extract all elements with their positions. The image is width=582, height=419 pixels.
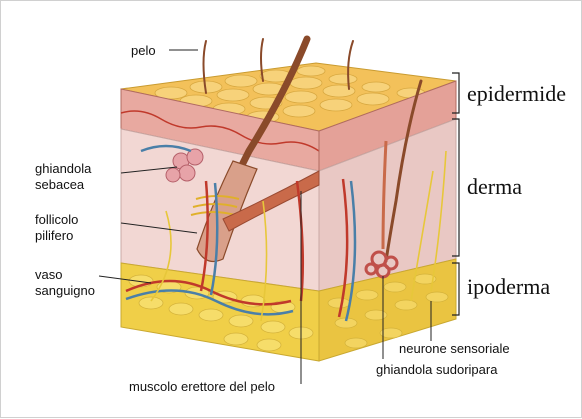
label-neurone-sensoriale: neurone sensoriale: [399, 341, 510, 356]
label-pelo: pelo: [131, 43, 156, 58]
label-ghiandola-sudoripara: ghiandola sudoripara: [376, 362, 498, 377]
label-vaso-1: vaso: [35, 267, 62, 282]
label-ipoderma: ipoderma: [467, 274, 550, 299]
label-muscolo-erettore: muscolo erettore del pelo: [129, 379, 275, 394]
label-vaso-2: sanguigno: [35, 283, 95, 298]
label-ghiandola-sebacea-2: sebacea: [35, 177, 85, 192]
label-follicolo-2: pilifero: [35, 228, 73, 243]
label-epidermide: epidermide: [467, 81, 566, 106]
label-ghiandola-sebacea-1: ghiandola: [35, 161, 92, 176]
label-follicolo-1: follicolo: [35, 212, 78, 227]
label-derma: derma: [467, 174, 522, 199]
